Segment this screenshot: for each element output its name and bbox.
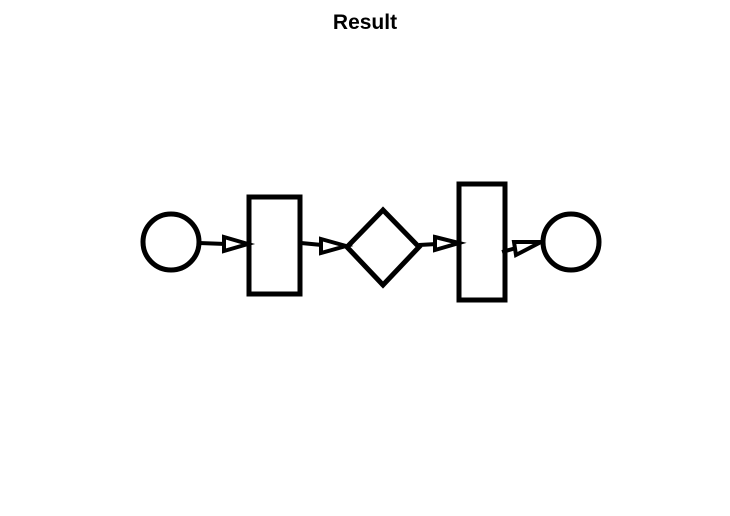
edge-start-to-task-1 (198, 234, 256, 254)
end-event-circle (540, 211, 602, 273)
edge-task-2-to-end (501, 240, 542, 259)
task-2-rectangle (456, 181, 508, 303)
edge-task-1-to-gateway (300, 236, 354, 256)
task-1-rectangle (246, 194, 303, 297)
start-event-circle (140, 211, 202, 273)
arrowhead-1 (222, 234, 256, 254)
gateway-diamond (343, 206, 423, 289)
diagram-title: Result (332, 11, 398, 34)
arrowhead-3 (433, 234, 467, 253)
edge-gateway-to-task-2 (418, 234, 467, 253)
arrowhead-4 (511, 240, 542, 259)
arrowhead-2 (319, 236, 354, 256)
